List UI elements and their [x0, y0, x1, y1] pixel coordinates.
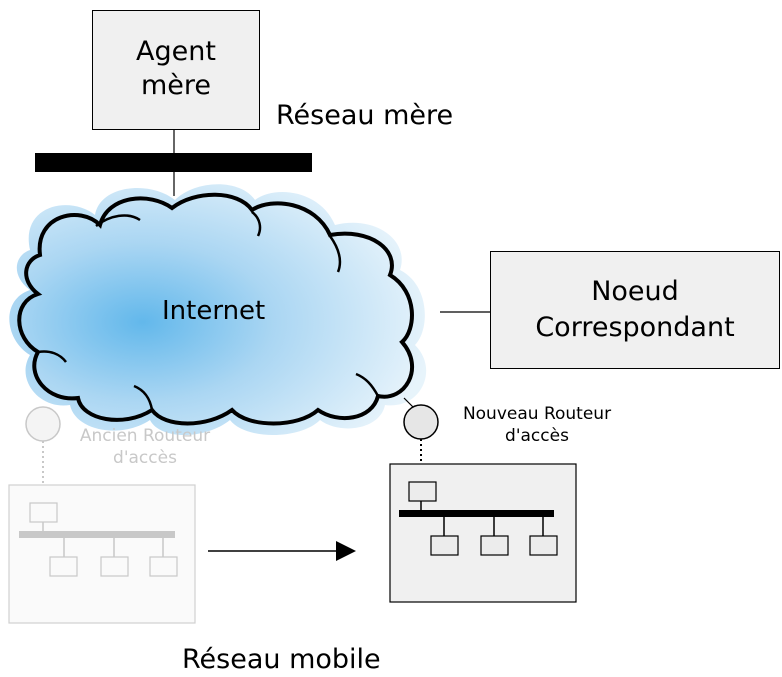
internet-label: Internet [162, 296, 266, 326]
mobile-network-label: Réseau mobile [182, 644, 381, 675]
old-network-box [8, 484, 196, 624]
new-router-label-line1: Nouveau Routeur [462, 404, 612, 424]
new-router-label: Nouveau Routeur d'accès [444, 403, 630, 447]
home-network-bus [35, 153, 312, 172]
home-agent-label-line2: mère [140, 70, 212, 101]
internet-cloud [9, 184, 427, 435]
move-arrow [208, 541, 356, 561]
correspondent-label-line1: Noeud [591, 276, 679, 307]
old-access-router [25, 406, 61, 503]
new-network-box [389, 463, 577, 603]
new-router-label-line2: d'accès [505, 426, 569, 446]
correspondent-label-line2: Correspondant [535, 312, 735, 343]
home-agent-box: Agent mère [92, 10, 260, 130]
old-router-label-line1: Ancien Routeur [79, 426, 211, 446]
old-router-label-line2: d'accès [113, 448, 177, 468]
home-network-label: Réseau mère [276, 100, 454, 131]
home-agent-label-line1: Agent [136, 36, 216, 67]
correspondent-node-box: Noeud Correspondant [490, 251, 780, 369]
old-router-label: Ancien Routeur d'accès [60, 425, 230, 469]
